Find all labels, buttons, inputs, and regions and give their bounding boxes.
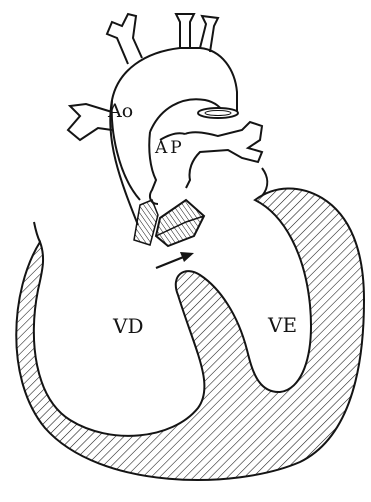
label-aorta: Ao bbox=[107, 100, 133, 122]
right-heart-outline bbox=[34, 222, 40, 242]
label-right-ventricle: VD bbox=[112, 314, 143, 338]
descending-aorta-cut bbox=[198, 108, 238, 118]
pulmonary-artery bbox=[149, 122, 262, 204]
aorta-vessel bbox=[112, 48, 237, 200]
conus-fragment bbox=[134, 200, 158, 245]
label-left-ventricle: VE bbox=[267, 313, 297, 337]
brachiocephalic-branch bbox=[107, 14, 142, 64]
left-carotid-branch bbox=[176, 14, 194, 48]
left-atrium-outline bbox=[262, 168, 267, 196]
flow-arrow bbox=[156, 252, 194, 268]
brachiocephalic-vein-stub bbox=[68, 104, 112, 140]
valve-block bbox=[156, 200, 204, 246]
left-subclavian-branch bbox=[200, 16, 218, 52]
label-pulmonary-artery: AP bbox=[154, 138, 185, 158]
